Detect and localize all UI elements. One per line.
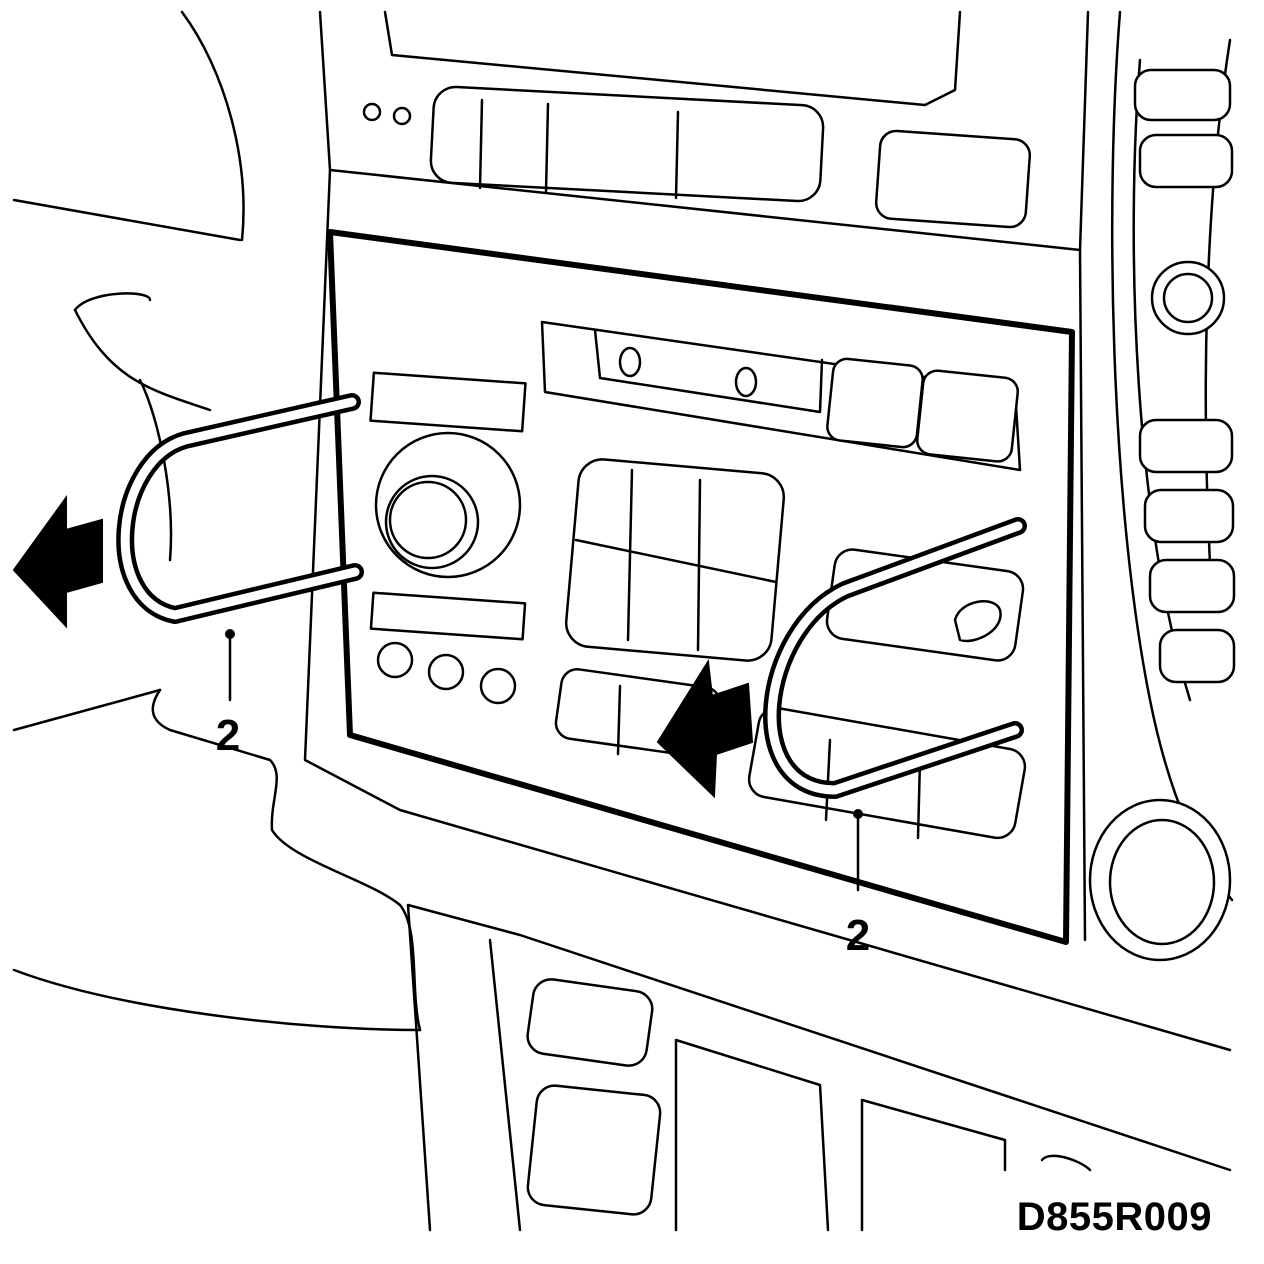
removal-tool-left [116,393,364,624]
callout-leader-right [853,809,863,892]
callout-label-left: 2 [216,711,240,760]
lower-console [526,978,1092,1232]
radio-unit [327,229,1075,945]
upper-panel [362,10,1032,229]
callout-label-right: 2 [846,911,870,960]
left-arrow-icon [656,659,754,799]
left-arrow-icon [12,494,103,629]
right-vents [1088,68,1236,962]
callout-leader-left [225,629,235,702]
figure-id: D855R009 [1016,1195,1212,1239]
removal-tool-right [763,517,1027,799]
